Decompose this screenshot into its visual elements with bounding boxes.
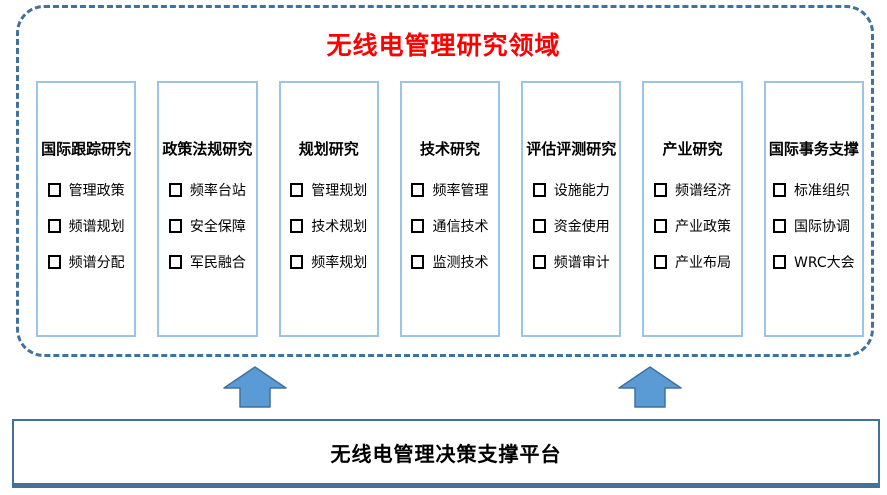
list-item: 产业政策	[654, 215, 731, 237]
item-label: 频率管理	[432, 183, 489, 199]
column-items: 设施能力 资金使用 频谱审计	[532, 172, 610, 280]
checkbox-bullet-icon	[47, 183, 61, 197]
list-item: 频率台站	[168, 179, 246, 201]
checkbox-bullet-icon	[532, 255, 546, 269]
checkbox-bullet-icon	[532, 183, 546, 197]
item-label: 频率规划	[311, 255, 368, 271]
item-label: 频谱规划	[68, 219, 125, 235]
list-item: 标准组织	[773, 179, 855, 201]
column-items: 频率管理 通信技术 监测技术	[411, 172, 488, 280]
list-item: 频率规划	[290, 251, 367, 273]
item-label: 设施能力	[553, 183, 610, 199]
checkbox-bullet-icon	[411, 219, 425, 233]
research-area-frame	[16, 5, 874, 357]
column-title: 国际事务支撑	[768, 140, 859, 158]
item-label: 频谱分配	[68, 255, 125, 271]
research-columns: 国际跟踪研究 管理政策 频谱规划 频谱分配 政策法规研究 频率台站 安全保障 军…	[36, 81, 864, 337]
list-item: 频谱经济	[654, 179, 731, 201]
checkbox-bullet-icon	[47, 219, 61, 233]
column-planning: 规划研究 管理规划 技术规划 频率规划	[278, 81, 379, 337]
checkbox-bullet-icon	[168, 183, 182, 197]
list-item: 管理规划	[290, 179, 367, 201]
checkbox-bullet-icon	[411, 255, 425, 269]
checkbox-bullet-icon	[290, 255, 304, 269]
item-label: 频率台站	[189, 183, 246, 199]
item-label: 技术规划	[311, 219, 368, 235]
column-policy-regulation: 政策法规研究 频率台站 安全保障 军民融合	[157, 81, 258, 337]
item-label: 资金使用	[553, 219, 610, 235]
column-items: 管理规划 技术规划 频率规划	[290, 172, 367, 280]
item-label: 管理规划	[311, 183, 368, 199]
list-item: 通信技术	[411, 215, 488, 237]
column-title: 国际跟踪研究	[41, 140, 132, 158]
checkbox-bullet-icon	[654, 219, 668, 233]
list-item: WRC大会	[773, 251, 855, 273]
item-label: 频谱经济	[675, 183, 732, 199]
up-arrow-icon	[223, 366, 287, 408]
item-label: 军民融合	[189, 255, 246, 271]
checkbox-bullet-icon	[47, 255, 61, 269]
item-label: 频谱审计	[553, 255, 610, 271]
column-items: 标准组织 国际协调 WRC大会	[773, 172, 855, 280]
list-item: 频谱审计	[532, 251, 610, 273]
column-title: 规划研究	[298, 140, 359, 158]
decision-support-platform-bar: 无线电管理决策支撑平台	[12, 419, 880, 485]
column-items: 频率台站 安全保障 军民融合	[168, 172, 246, 280]
list-item: 频谱规划	[47, 215, 125, 237]
checkbox-bullet-icon	[773, 219, 786, 233]
column-items: 管理政策 频谱规划 频谱分配	[47, 172, 125, 280]
column-international-tracking: 国际跟踪研究 管理政策 频谱规划 频谱分配	[36, 81, 137, 337]
item-label: 产业政策	[675, 219, 732, 235]
checkbox-bullet-icon	[654, 183, 668, 197]
item-label: 标准组织	[794, 183, 850, 199]
checkbox-bullet-icon	[168, 255, 182, 269]
item-label: 通信技术	[432, 219, 489, 235]
list-item: 安全保障	[168, 215, 246, 237]
list-item: 频率管理	[411, 179, 488, 201]
list-item: 国际协调	[773, 215, 855, 237]
checkbox-bullet-icon	[290, 183, 304, 197]
item-label: WRC大会	[794, 255, 855, 271]
checkbox-bullet-icon	[654, 255, 668, 269]
checkbox-bullet-icon	[532, 219, 546, 233]
column-industry: 产业研究 频谱经济 产业政策 产业布局	[642, 81, 743, 337]
list-item: 资金使用	[532, 215, 610, 237]
column-international-affairs: 国际事务支撑 标准组织 国际协调 WRC大会	[763, 81, 864, 337]
item-label: 安全保障	[189, 219, 246, 235]
checkbox-bullet-icon	[773, 183, 786, 197]
platform-label: 无线电管理决策支撑平台	[330, 441, 562, 466]
column-title: 政策法规研究	[162, 140, 253, 158]
item-label: 管理政策	[68, 183, 125, 199]
column-title: 产业研究	[662, 140, 723, 158]
list-item: 产业布局	[654, 251, 731, 273]
column-evaluation: 评估评测研究 设施能力 资金使用 频谱审计	[521, 81, 622, 337]
list-item: 频谱分配	[47, 251, 125, 273]
checkbox-bullet-icon	[773, 255, 786, 269]
list-item: 管理政策	[47, 179, 125, 201]
column-title: 评估评测研究	[526, 140, 617, 158]
list-item: 军民融合	[168, 251, 246, 273]
checkbox-bullet-icon	[168, 219, 182, 233]
column-title: 技术研究	[419, 140, 480, 158]
item-label: 产业布局	[675, 255, 732, 271]
column-technology: 技术研究 频率管理 通信技术 监测技术	[399, 81, 501, 337]
checkbox-bullet-icon	[411, 183, 425, 197]
page-title: 无线电管理研究领域	[326, 31, 561, 60]
item-label: 国际协调	[794, 219, 850, 235]
list-item: 技术规划	[290, 215, 367, 237]
up-arrow-icon	[618, 366, 682, 408]
list-item: 监测技术	[411, 251, 488, 273]
item-label: 监测技术	[432, 255, 489, 271]
column-items: 频谱经济 产业政策 产业布局	[654, 172, 731, 280]
list-item: 设施能力	[532, 179, 610, 201]
checkbox-bullet-icon	[290, 219, 304, 233]
